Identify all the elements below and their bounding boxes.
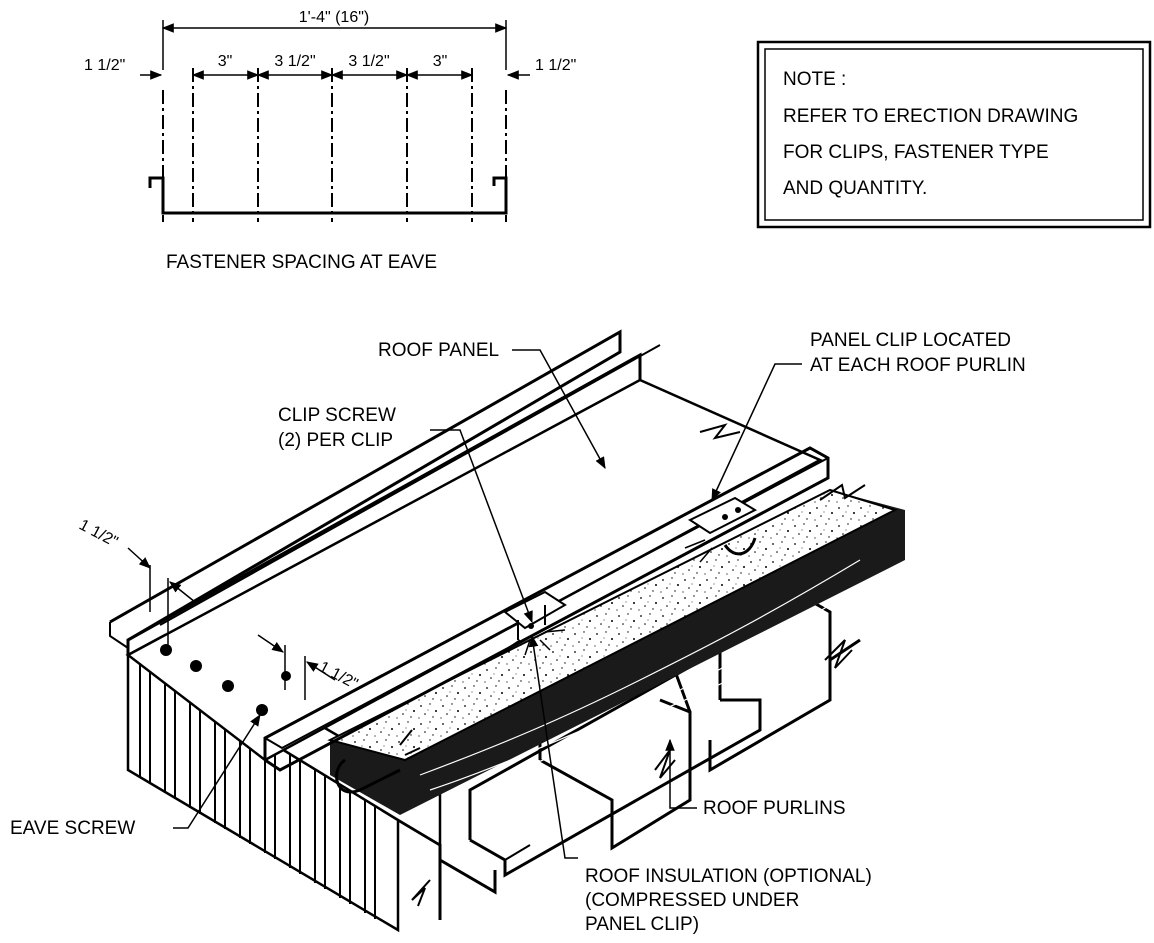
roof-purlins-label: ROOF PURLINS [703, 798, 846, 819]
note-line: AND QUANTITY. [783, 178, 927, 199]
roof-insulation [327, 488, 905, 815]
screw-head-icon [256, 704, 268, 716]
insulation-label: PANEL CLIP) [585, 914, 699, 935]
eave-wall-panel [126, 652, 497, 933]
note-box: NOTE : REFER TO ERECTION DRAWING FOR CLI… [756, 40, 1152, 229]
note-line: REFER TO ERECTION DRAWING [783, 106, 1078, 127]
panel-clip [503, 590, 567, 656]
dim-label: 3" [433, 53, 448, 70]
overall-dimension-label: 1'-4" (16") [299, 9, 369, 26]
roof-panel-label: ROOF PANEL [378, 340, 499, 361]
clip-screw-leader [430, 429, 533, 624]
eave-screw-leader [173, 713, 261, 829]
dim-left: 1 1/2" [76, 517, 196, 646]
section-caption: FASTENER SPACING AT EAVE [166, 252, 437, 273]
eave-screw-label: EAVE SCREW [10, 818, 135, 839]
clip-screw-label: CLIP SCREW [278, 405, 396, 426]
note-heading: NOTE : [783, 69, 846, 90]
screw-head-icon [281, 671, 291, 681]
panel-clip [335, 729, 421, 794]
dim-label: 3" [218, 53, 233, 70]
insulation-leader [528, 634, 578, 859]
panel-clip [684, 496, 758, 563]
eave-screws [160, 644, 291, 716]
note-line: FOR CLIPS, FASTENER TYPE [783, 142, 1049, 163]
panel-clip-label: AT EACH ROOF PURLIN [810, 355, 1026, 376]
dim-left-label: 1 1/2" [84, 57, 125, 74]
insulation-label: (COMPRESSED UNDER [585, 890, 799, 911]
screw-head-icon [222, 680, 234, 692]
roof-panel [109, 329, 866, 772]
panel-clip-leader [711, 363, 802, 502]
screw-head-icon [160, 644, 172, 656]
insulation-label: ROOF INSULATION (OPTIONAL) [585, 866, 872, 887]
isometric-roof-detail: 1 1/2" 1 1/2" ROOF PANEL PANEL CLIP LOCA… [10, 329, 1026, 935]
dim-label: 3 1/2" [274, 53, 315, 70]
roof-purlins-leader [665, 738, 697, 809]
dim-label: 3 1/2" [348, 53, 389, 70]
clip-screw-label: (2) PER CLIP [278, 430, 393, 451]
dim-left-label: 1 1/2" [76, 517, 120, 551]
screw-head-icon [190, 660, 202, 672]
panel-clip-label: PANEL CLIP LOCATED [810, 330, 1011, 351]
panel-profile [148, 176, 508, 215]
dim-right-label: 1 1/2" [535, 57, 576, 74]
fastener-spacing-section: 1'-4" (16") 1 1/2" 1 1/2" 3" 3 1/2" 3 1/… [84, 9, 576, 273]
roof-panel-leader [512, 349, 606, 470]
roof-purlin [468, 647, 762, 878]
